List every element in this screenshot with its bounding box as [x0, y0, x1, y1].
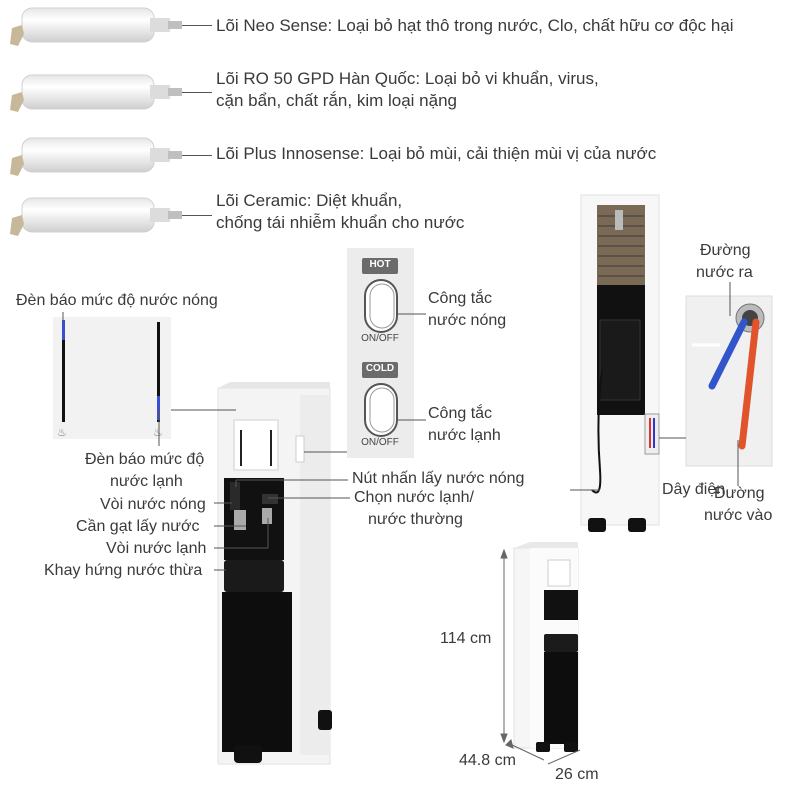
water-in-label: Đường: [714, 485, 765, 502]
cold-onoff-text: ON/OFF: [361, 437, 399, 448]
cold-switch-label-2: nước lạnh: [428, 427, 501, 444]
dispenser-back-body: [580, 194, 660, 532]
water-in-label-2: nước vào: [704, 507, 773, 524]
height-dimension: 114 cm: [440, 630, 492, 647]
dispenser-side-body: [513, 542, 579, 752]
hose-zoom: [685, 295, 773, 467]
lever-label: Cần gạt lấy nước: [76, 518, 200, 535]
dimension-lines: [500, 548, 581, 765]
filter-plus-innosense-label: Lõi Plus Innosense: Loại bỏ mùi, cải thi…: [216, 144, 657, 163]
filter-ceramic-label: Lõi Ceramic: Diệt khuẩn,: [216, 191, 403, 210]
hot-water-indicator-label: Đèn báo mức độ nước nóng: [16, 292, 218, 309]
indicator-panel-zoom: ♨ ♨: [53, 317, 171, 439]
width-dimension: 26 cm: [555, 766, 599, 783]
water-out-label: Đường: [700, 242, 751, 259]
front-callout-lines: [62, 312, 426, 571]
water-out-label-2: nước ra: [696, 264, 753, 281]
hot-button-label: Nút nhấn lấy nước nóng: [352, 470, 525, 487]
hot-tap-label: Vòi nước nóng: [100, 496, 206, 513]
cold-select-label-2: nước thường: [368, 511, 463, 528]
filter-neo-sense-image: [10, 7, 182, 46]
cold-switch-label: Công tắc: [428, 405, 493, 422]
filter-ro-image: [10, 74, 182, 112]
hot-switch-label: Công tắc: [428, 290, 493, 307]
dispenser-body: [217, 382, 332, 765]
svg-text:♨: ♨: [57, 426, 67, 439]
hot-onoff-text: ON/OFF: [361, 333, 399, 344]
back-callout-lines: [570, 282, 739, 491]
svg-text:♨: ♨: [153, 426, 163, 439]
filter-ceramic-image: [10, 197, 182, 236]
cold-tap-label: Vòi nước lạnh: [106, 540, 207, 557]
cold-water-indicator-label: Đèn báo mức độ: [85, 451, 205, 468]
filter-plus-innosense-image: [10, 137, 182, 176]
cold-water-indicator-label-2: nước lạnh: [110, 473, 183, 490]
switch-panel: [347, 248, 414, 458]
filter-ro-label: Lõi RO 50 GPD Hàn Quốc: Loại bỏ vi khuẩn…: [216, 69, 599, 88]
filter-ro-label-2: cặn bẩn, chất rắn, kim loại nặng: [216, 91, 457, 110]
filter-ceramic-label-2: chống tái nhiễm khuẩn cho nước: [216, 213, 465, 232]
power-cord-label: Dây điện: [662, 481, 726, 498]
cold-badge: COLD: [365, 363, 395, 374]
hot-switch-label-2: nước nóng: [428, 312, 507, 329]
drip-tray-label: Khay hứng nước thừa: [44, 562, 203, 579]
depth-dimension: 44.8 cm: [459, 752, 516, 769]
filter-neo-sense-label: Lõi Neo Sense: Loại bỏ hạt thô trong nướ…: [216, 16, 734, 35]
hot-badge: HOT: [369, 259, 391, 270]
cold-select-label: Chọn nước lạnh/: [354, 489, 474, 506]
